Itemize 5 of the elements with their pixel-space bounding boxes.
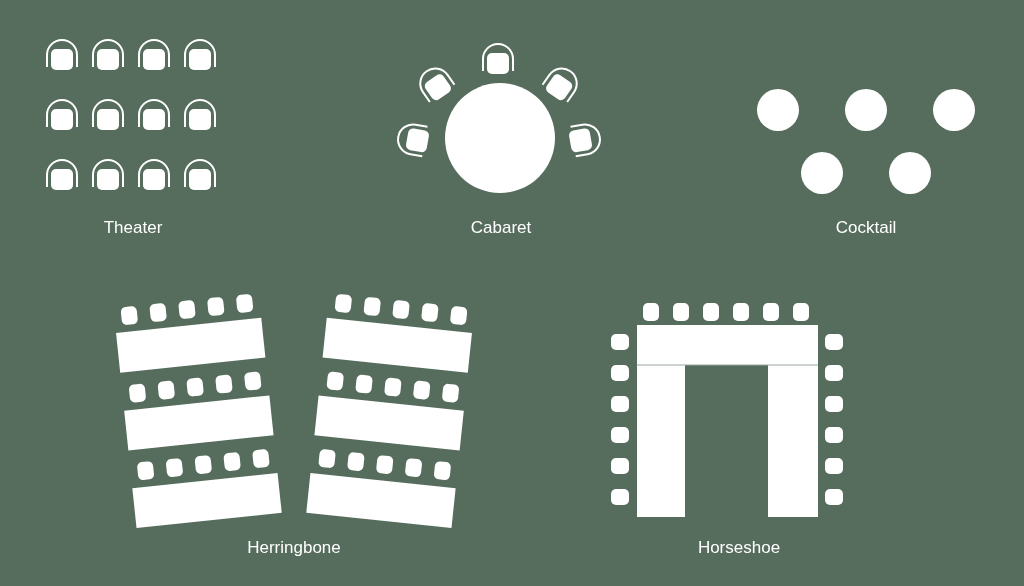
layout-label: Cocktail — [835, 218, 897, 238]
layout-label: Cabaret — [470, 218, 532, 238]
layout-label: Theater — [103, 218, 163, 238]
layout-label: Horseshoe — [697, 538, 781, 558]
layout-label: Herringbone — [247, 538, 341, 558]
